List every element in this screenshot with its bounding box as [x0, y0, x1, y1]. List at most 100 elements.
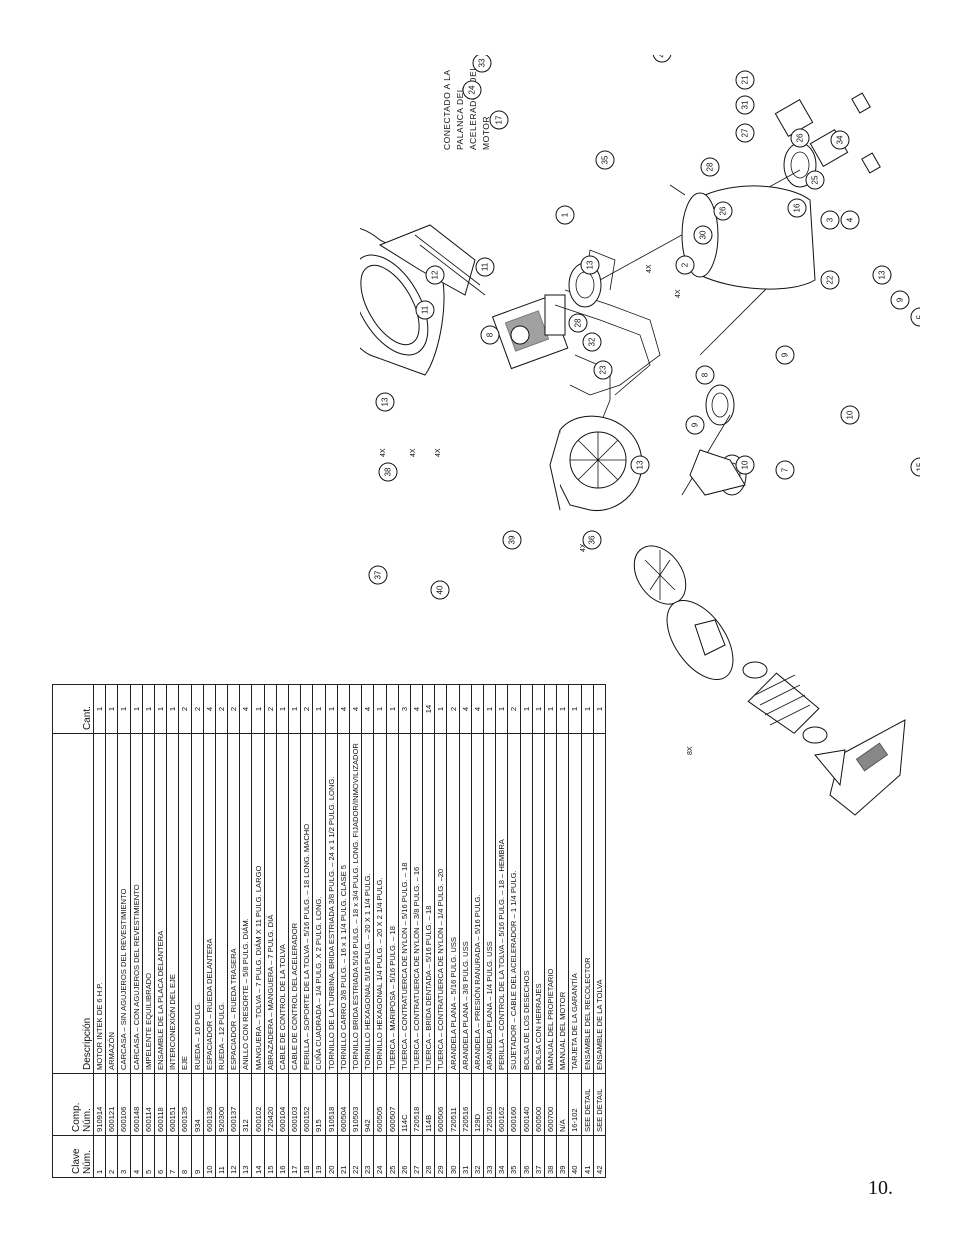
collector-assembly-drawing	[360, 224, 486, 376]
cell-description: CABLE DE CONTROL DE LA TOLVA	[276, 733, 289, 1074]
callout-label: 39	[508, 535, 517, 544]
cell-part-number: 720518	[410, 1073, 423, 1136]
cell-key: 9	[191, 1135, 204, 1178]
callout-circle	[415, 300, 435, 320]
cell-part-number: 720420	[264, 1073, 277, 1136]
cell-key: 18	[300, 1135, 313, 1178]
header-description: Descripción	[52, 733, 94, 1074]
callout-circle	[775, 345, 795, 365]
callout-label: 28	[706, 162, 715, 171]
cell-part-number: 600162	[495, 1073, 508, 1136]
cell-key: 39	[556, 1135, 569, 1178]
callout-13b: 13	[630, 455, 650, 475]
cell-key: 10	[203, 1135, 216, 1178]
cell-quantity: 1	[142, 684, 155, 734]
cell-part-number: SEE DETAIL	[581, 1073, 594, 1136]
axle-bracket-drawing	[689, 449, 746, 496]
note-line-4: MOTOR	[481, 116, 491, 150]
fan-housing-drawing	[549, 415, 643, 512]
callout-label: 8	[701, 372, 710, 377]
callout-2: 2	[675, 255, 695, 275]
cell-quantity: 2	[264, 684, 277, 734]
callout-circle	[840, 210, 860, 230]
cell-quantity: 4	[239, 684, 252, 734]
cell-quantity: 1	[154, 684, 167, 734]
cell-part-number: 600118	[154, 1073, 167, 1136]
cell-part-number: SEE DETAIL	[593, 1073, 606, 1136]
cell-key: 5	[142, 1135, 155, 1178]
callout-circle	[820, 210, 840, 230]
note-line-1: CONECTADO A LA	[442, 69, 452, 150]
callout-label: 15	[916, 462, 921, 471]
callout-15: 15	[910, 457, 921, 477]
cell-part-number: 600504	[337, 1073, 350, 1136]
callout-circle	[593, 360, 613, 380]
cell-key: 21	[337, 1135, 350, 1178]
cell-description: MOTOR INTEK DE 6 H.P.	[93, 733, 106, 1074]
callout-label: 37	[374, 570, 383, 579]
cell-quantity: 1	[288, 684, 301, 734]
cell-key: 40	[568, 1135, 581, 1178]
cell-key: 17	[288, 1135, 301, 1178]
callout-label: 36	[588, 535, 597, 544]
callout-17: 17	[489, 110, 509, 130]
callout-label: 28	[574, 318, 583, 327]
impeller-and-plate-drawing	[633, 545, 734, 681]
cell-description: ABRAZADERA – MANGUERA – 7 PULG. DIÁ	[264, 733, 277, 1074]
callout-circle	[872, 265, 892, 285]
cell-key: 12	[227, 1135, 240, 1178]
callout-label: 32	[588, 337, 597, 346]
callout-31: 31	[735, 95, 755, 115]
callout-25: 25	[805, 170, 825, 190]
cell-key: 22	[349, 1135, 362, 1178]
callout-label: 13	[878, 270, 887, 279]
cell-key: 11	[215, 1135, 228, 1178]
cell-part-number: 600136	[203, 1073, 216, 1136]
callout-label: 13	[381, 397, 390, 406]
cell-key: 7	[166, 1135, 179, 1178]
callout-26: 26	[790, 128, 810, 148]
callout-circle	[675, 255, 695, 275]
cell-description: RUEDA – 12 PULG.	[215, 733, 228, 1074]
callout-circle	[840, 405, 860, 425]
callout-label: 10	[846, 410, 855, 419]
cell-part-number: 915	[312, 1073, 326, 1136]
cell-part-number: 910503	[349, 1073, 362, 1136]
cell-part-number: 600103	[288, 1073, 301, 1136]
callout-circle	[368, 565, 388, 585]
callout-label: 30	[699, 230, 708, 239]
cell-part-number: 600135	[178, 1073, 191, 1136]
callout-label: 26	[719, 206, 728, 215]
callout-label: 40	[436, 585, 445, 594]
engine-drawing	[491, 294, 569, 370]
callout-circle	[787, 198, 807, 218]
callout-24: 24	[462, 80, 482, 100]
cell-part-number: 312	[239, 1073, 252, 1136]
cell-key: 27	[410, 1135, 423, 1178]
callout-circle	[489, 110, 509, 130]
cell-quantity: 2	[215, 684, 228, 734]
callout-label: 9	[781, 352, 790, 357]
cell-quantity: 1	[93, 684, 106, 734]
cell-quantity: 4	[203, 684, 216, 734]
cell-quantity: 1	[166, 684, 179, 734]
callout-8: 8	[695, 365, 715, 385]
callout-26b: 26	[713, 201, 733, 221]
callout-label: 31	[741, 100, 750, 109]
multiplier-4x: 4X	[646, 264, 653, 273]
multiplier-4x: 4X	[435, 448, 442, 457]
callout-label: 27	[741, 128, 750, 137]
cell-key: 8	[178, 1135, 191, 1178]
callout-label: 21	[741, 75, 750, 84]
callout-circle	[830, 130, 850, 150]
cell-key: 24	[373, 1135, 386, 1178]
callout-label: 3	[826, 217, 835, 222]
cell-part-number: 720516	[459, 1073, 472, 1136]
callout-label: 8	[486, 332, 495, 337]
